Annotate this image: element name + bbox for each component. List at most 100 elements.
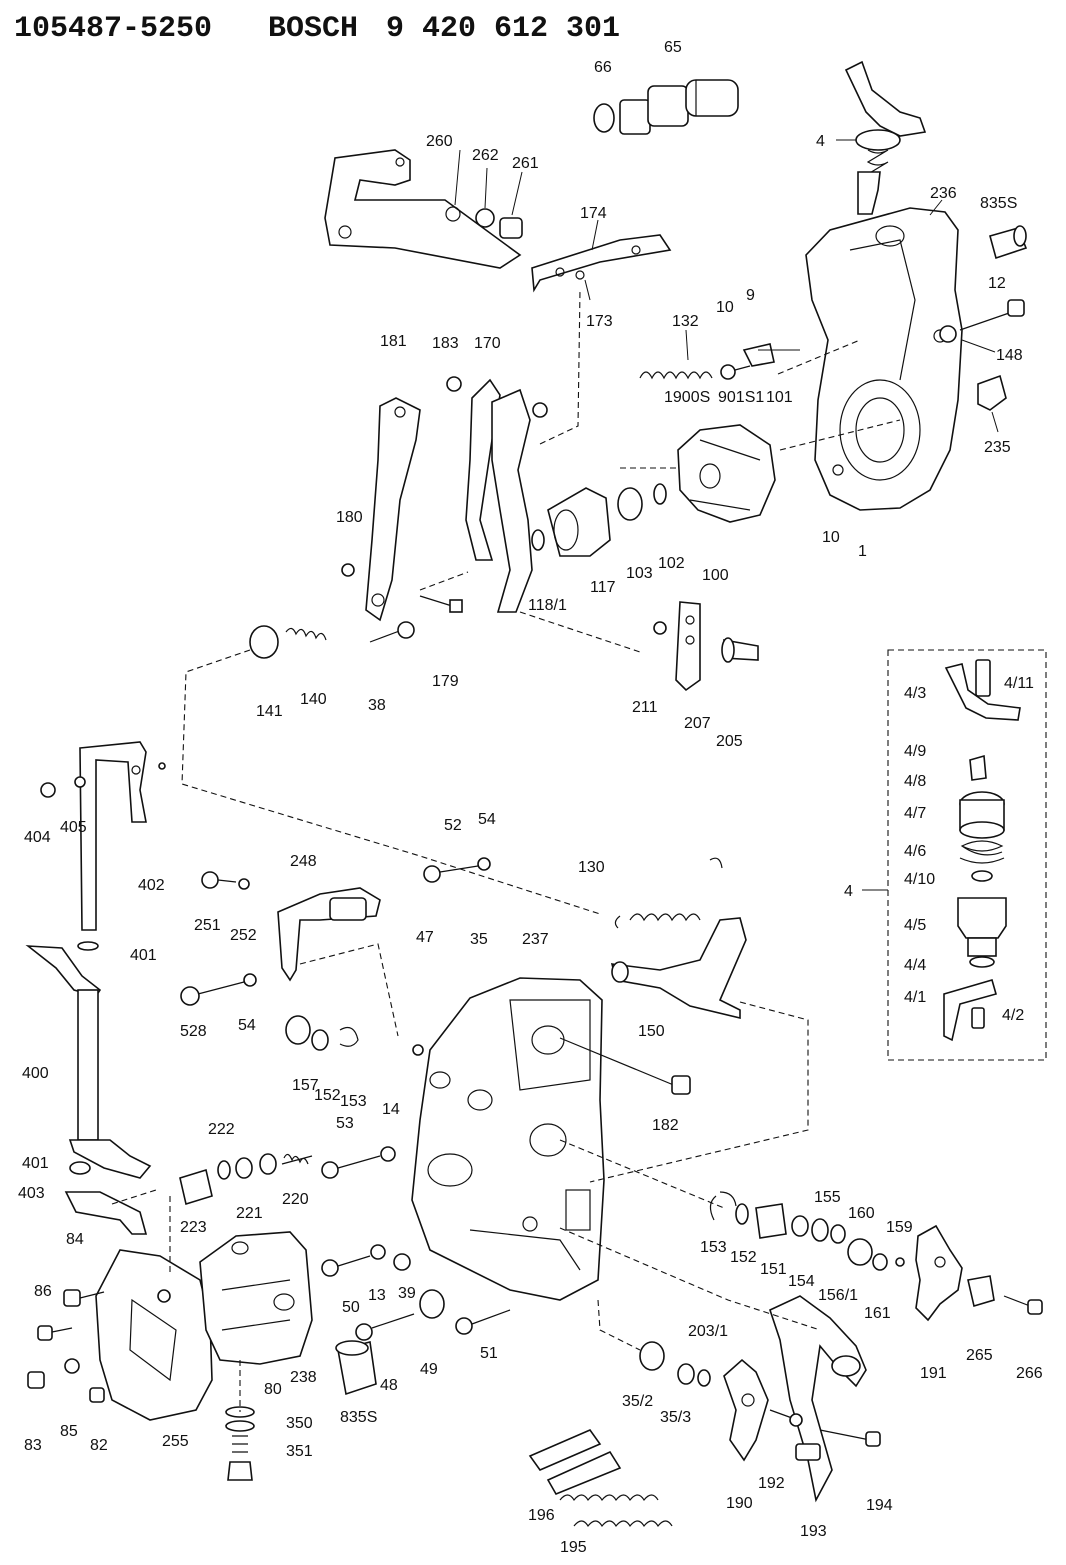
callout-53: 53 [336, 1115, 354, 1132]
callout-49: 49 [420, 1361, 438, 1378]
part-207-plate [653, 601, 759, 692]
callout-405: 405 [60, 819, 87, 836]
callout-161: 161 [864, 1305, 891, 1322]
callout-4-5: 4/5 [904, 917, 926, 934]
part-38-bolt [369, 621, 415, 643]
callout-153-a: 153 [340, 1093, 367, 1110]
callout-262: 262 [472, 147, 499, 164]
part-190-lever [723, 1358, 803, 1462]
callout-35-2: 35/2 [622, 1393, 653, 1410]
callout-401-a: 401 [130, 947, 157, 964]
part-180-clip [341, 563, 355, 577]
part-182-bolt [559, 1037, 691, 1095]
part-130-spring [614, 857, 723, 929]
callout-13: 13 [368, 1287, 386, 1304]
callout-154: 154 [788, 1273, 815, 1290]
part-236-governor-housing [805, 199, 963, 511]
callout-48: 48 [380, 1377, 398, 1394]
callout-4-top: 4 [816, 133, 825, 150]
callout-12: 12 [988, 275, 1006, 292]
callout-223: 223 [180, 1219, 207, 1236]
callout-4-9: 4/9 [904, 743, 926, 760]
callout-237: 237 [522, 931, 549, 948]
callout-35: 35 [470, 931, 488, 948]
callout-80: 80 [264, 1381, 282, 1398]
alignment-lines [111, 289, 901, 1412]
callout-82: 82 [90, 1437, 108, 1454]
callout-140: 140 [300, 691, 327, 708]
callout-4-group: 4 [844, 883, 853, 900]
callout-192: 192 [758, 1475, 785, 1492]
callout-181: 181 [380, 333, 407, 350]
callout-1: 1 [858, 543, 867, 560]
callout-157: 157 [292, 1077, 319, 1094]
callout-83: 83 [24, 1437, 42, 1454]
callout-528: 528 [180, 1023, 207, 1040]
callout-35-3: 35/3 [660, 1409, 691, 1426]
part-223-cap [179, 1153, 313, 1206]
part-35-2-plug [639, 1341, 711, 1387]
callout-4-10: 4/10 [904, 871, 935, 888]
callout-261: 261 [512, 155, 539, 172]
callout-238: 238 [290, 1369, 317, 1386]
callout-173: 173 [586, 313, 613, 330]
callout-255: 255 [162, 1433, 189, 1450]
callout-180: 180 [336, 509, 363, 526]
callout-152-a: 152 [314, 1087, 341, 1104]
callout-39: 39 [398, 1285, 416, 1302]
callout-155: 155 [814, 1189, 841, 1206]
part-157-plug [285, 1015, 359, 1051]
part-835s-cap-top [989, 225, 1028, 260]
callout-401-b: 401 [22, 1155, 49, 1172]
callout-179: 179 [432, 673, 459, 690]
part-4-lever-assembly [836, 60, 927, 215]
callout-10-a: 10 [716, 299, 734, 316]
callout-47: 47 [416, 929, 434, 946]
callout-191: 191 [920, 1365, 947, 1382]
callout-351: 351 [286, 1443, 313, 1460]
callout-190: 190 [726, 1495, 753, 1512]
callout-101: 101 [766, 389, 793, 406]
callout-4-1: 4/1 [904, 989, 926, 1006]
right-shaft-parts [709, 1191, 905, 1271]
callout-38: 38 [368, 697, 386, 714]
part-53-bolt [321, 1146, 396, 1179]
callout-52: 52 [444, 817, 462, 834]
callout-50: 50 [342, 1299, 360, 1316]
part-248-bracket [180, 871, 381, 1006]
callout-1900s: 1900S [664, 389, 710, 406]
callout-248: 248 [290, 853, 317, 870]
part-196-195-springs [528, 1429, 673, 1528]
callout-251: 251 [194, 917, 221, 934]
center-fasteners [321, 1244, 511, 1396]
callout-235: 235 [984, 439, 1011, 456]
callout-174: 174 [580, 205, 607, 222]
callout-65: 65 [664, 39, 682, 56]
part-100-flyweight-holder [677, 424, 776, 523]
callout-222: 222 [208, 1121, 235, 1138]
part-174-link-plate [531, 219, 672, 301]
callout-220: 220 [282, 1191, 309, 1208]
part-9-bracket [720, 343, 800, 380]
callout-156-1: 156/1 [818, 1287, 858, 1304]
callout-84: 84 [66, 1231, 84, 1248]
part-52-bolt [423, 857, 491, 883]
part-181-lever [365, 397, 421, 622]
callout-160: 160 [848, 1205, 875, 1222]
callout-193: 193 [800, 1523, 827, 1540]
part-65-sensor [593, 79, 739, 135]
callout-182: 182 [652, 1117, 679, 1134]
callout-130: 130 [578, 859, 605, 876]
callout-100: 100 [702, 567, 729, 584]
callout-10-b: 10 [822, 529, 840, 546]
callout-195: 195 [560, 1539, 587, 1556]
part-117-shifter [531, 487, 611, 557]
callout-207: 207 [684, 715, 711, 732]
callout-265: 265 [966, 1347, 993, 1364]
part-260-bracket [324, 149, 523, 269]
callout-183: 183 [432, 335, 459, 352]
callout-66: 66 [594, 59, 612, 76]
callout-51: 51 [480, 1345, 498, 1362]
